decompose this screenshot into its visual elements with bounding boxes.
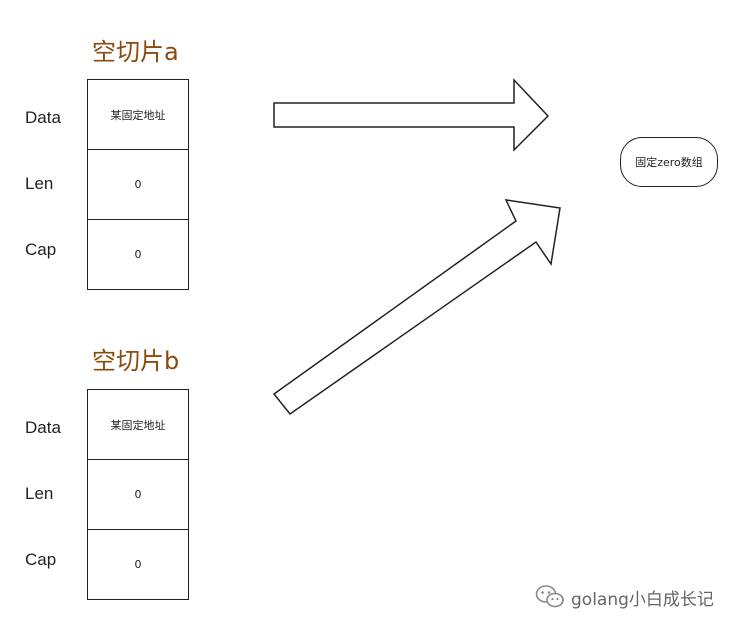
slice-a-cap-label: Cap (25, 240, 57, 259)
slice-b-len-label: Len (25, 484, 54, 503)
zero-array-node: 固定zero数组 (620, 137, 718, 187)
arrow-b-to-zero (272, 199, 561, 416)
slice-b-cap-cell: 0 (134, 558, 142, 571)
slice-b-len-cell: 0 (88, 460, 188, 530)
wechat-icon (535, 585, 564, 608)
arrow-a-to-zero (273, 78, 550, 152)
slice-a-len-label: Len (25, 174, 54, 193)
slice-b-title: 空切片b (92, 347, 180, 375)
slice-a-title: 空切片a (92, 38, 179, 66)
slice-b-data-cell: 某固定地址 (88, 390, 188, 460)
watermark-text: golang小白成长记 (571, 589, 714, 610)
slice-b-cap-label: Cap (25, 550, 57, 569)
watermark: golang小白成长记 (535, 584, 714, 610)
slice-a-data-label: Data (25, 108, 61, 127)
slice-a-struct: 某固定地址 0 0 (87, 79, 189, 290)
slice-b-data-label: Data (25, 418, 61, 437)
slice-b-struct: 某固定地址 0 0 (87, 389, 189, 600)
slice-a-cap-cell: 0 (134, 248, 142, 261)
slice-a-len-cell: 0 (88, 150, 188, 220)
slice-a-data-cell: 某固定地址 (88, 80, 188, 150)
